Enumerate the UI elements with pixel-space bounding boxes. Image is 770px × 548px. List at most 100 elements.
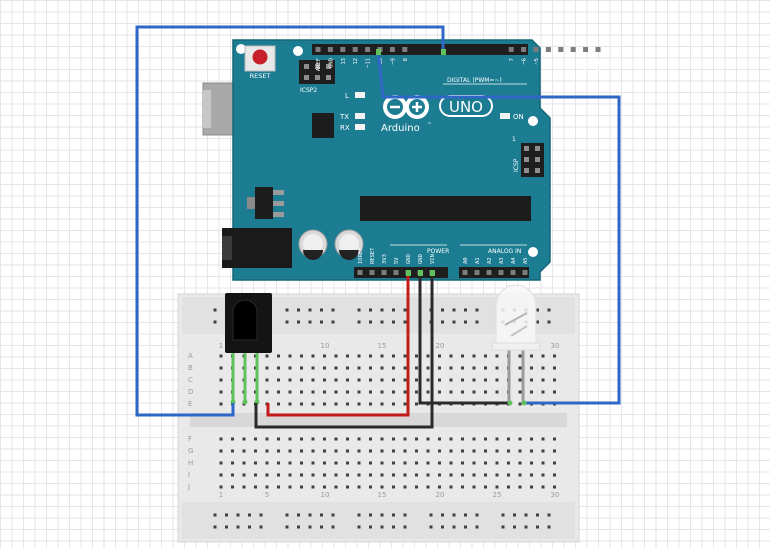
breadboard-hole <box>426 437 430 441</box>
power-pin-label: IOREF <box>358 247 364 264</box>
header-pin <box>357 270 363 275</box>
breadboard-hole <box>369 378 372 382</box>
breadboard-hole <box>530 366 533 370</box>
capacitor <box>298 229 328 260</box>
power-label: POWER <box>427 248 449 255</box>
column-number: 15 <box>378 342 387 350</box>
breadboard-hole <box>357 437 361 441</box>
column-number: 10 <box>321 342 330 350</box>
digital-pin-label: ~6 <box>522 58 528 65</box>
breadboard-hole <box>541 366 545 370</box>
breadboard-hole <box>403 402 407 406</box>
breadboard-hole <box>357 354 361 358</box>
rail-hole <box>308 308 312 312</box>
breadboard-hole <box>277 378 280 382</box>
breadboard-hole <box>323 378 326 382</box>
header-pin <box>498 270 504 275</box>
breadboard-hole <box>300 473 303 477</box>
power-pin-label: VIN <box>430 254 436 264</box>
breadboard-hole <box>530 354 533 358</box>
led-tx <box>355 113 365 119</box>
breadboard-hole <box>438 366 441 370</box>
breadboard-hole <box>288 390 292 394</box>
breadboard-hole <box>334 461 338 465</box>
breadboard-hole <box>415 473 418 477</box>
breadboard-hole <box>357 366 361 370</box>
breadboard-hole <box>300 402 303 406</box>
row-letter: F <box>188 435 192 443</box>
breadboard-hole <box>472 390 476 394</box>
header-pin <box>369 270 375 275</box>
breadboard-hole <box>346 485 349 489</box>
row-letter: I <box>188 471 190 479</box>
rail-hole <box>441 308 444 312</box>
breadboard-hole <box>403 378 407 382</box>
breadboard-hole <box>311 473 315 477</box>
analog-pin-label: A4 <box>511 257 517 264</box>
microcontroller-chip <box>360 196 531 221</box>
wire-end <box>418 270 423 276</box>
row-letter: D <box>188 388 193 396</box>
breadboard-hole <box>553 485 556 489</box>
header-pin <box>393 270 399 275</box>
breadboard-hole <box>553 437 556 441</box>
power-pin-label: GND <box>406 254 412 264</box>
breadboard-hole <box>392 449 395 453</box>
rail-hole <box>536 513 539 517</box>
rail-hole <box>452 525 456 529</box>
breadboard-hole <box>495 437 499 441</box>
breadboard-hole <box>484 390 487 394</box>
brand-trademark: ™ <box>427 122 432 128</box>
breadboard-hole <box>484 485 487 489</box>
breadboard-hole <box>461 485 464 489</box>
row-letter: B <box>188 364 193 372</box>
breadboard-hole <box>254 473 257 477</box>
breadboard-hole <box>403 473 407 477</box>
reset-button[interactable] <box>244 45 276 72</box>
rail-hole <box>213 525 217 529</box>
breadboard-hole <box>242 461 246 465</box>
wire-end <box>406 270 411 276</box>
breadboard-hole <box>495 366 499 370</box>
rail-hole <box>357 513 361 517</box>
breadboard-hole <box>392 390 395 394</box>
breadboard-hole <box>277 473 280 477</box>
column-number: 20 <box>436 342 445 350</box>
breadboard-hole <box>265 485 269 489</box>
rail-hole <box>441 525 444 529</box>
breadboard-hole <box>461 461 464 465</box>
breadboard-hole <box>484 366 487 370</box>
breadboard-hole <box>346 366 349 370</box>
rail-hole <box>308 513 312 517</box>
breadboard-hole <box>323 449 326 453</box>
breadboard-hole <box>461 354 464 358</box>
breadboard-hole <box>334 366 338 370</box>
rail-hole <box>331 320 335 324</box>
led-rx <box>355 124 365 130</box>
rail-hole <box>285 513 289 517</box>
breadboard-hole <box>311 354 315 358</box>
rail-hole <box>429 525 433 529</box>
rail-hole <box>259 513 263 517</box>
analog-label: ANALOG IN <box>488 248 521 255</box>
breadboard-hole <box>380 378 384 382</box>
breadboard-hole <box>231 473 234 477</box>
breadboard-hole <box>415 449 418 453</box>
breadboard-hole <box>541 485 545 489</box>
breadboard-hole <box>277 402 280 406</box>
rail-hole <box>441 320 444 324</box>
breadboard-hole <box>219 449 223 453</box>
breadboard-hole <box>346 402 349 406</box>
breadboard-hole <box>346 449 349 453</box>
breadboard-hole <box>518 449 522 453</box>
rail-hole <box>392 308 395 312</box>
rail-hole <box>392 320 395 324</box>
breadboard-hole <box>449 473 453 477</box>
breadboard-hole <box>484 461 487 465</box>
digital-pin-label: 8 <box>403 58 409 61</box>
breadboard-hole <box>518 366 522 370</box>
breadboard-hole <box>392 461 395 465</box>
breadboard-hole <box>357 485 361 489</box>
rail-hole <box>536 525 539 529</box>
breadboard-hole <box>380 461 384 465</box>
